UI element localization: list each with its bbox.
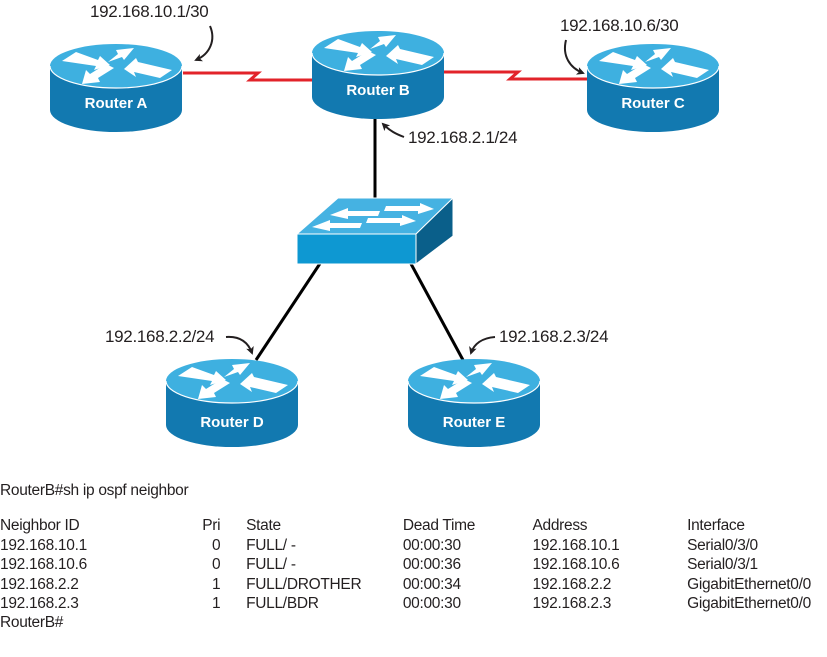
table-row: 192.168.2.3 1 FULL/BDR 00:00:30 192.168.…: [0, 594, 827, 614]
cli-prompt: RouterB#: [0, 614, 64, 631]
cell-address: 192.168.2.2: [532, 575, 612, 593]
router-c[interactable]: Router C: [586, 43, 720, 133]
table-header-row: Neighbor ID Pri State Dead Time Address …: [0, 516, 827, 536]
arrow-icon: [469, 336, 496, 355]
router-icon: [49, 43, 183, 133]
network-diagram: Router A Router B Router C Router D Rout…: [49, 2, 720, 448]
table-row: 192.168.10.6 0 FULL/ - 00:00:36 192.168.…: [0, 555, 827, 575]
ip-label-router-c: 192.168.10.6/30: [560, 16, 678, 35]
cell-address: 192.168.2.3: [532, 595, 612, 612]
router-icon: [407, 358, 541, 448]
router-e-label: Router E: [443, 414, 506, 431]
router-b[interactable]: Router B: [311, 30, 445, 120]
cell-interface: Serial0/3/0: [687, 536, 758, 554]
cell-dead-time: 00:00:30: [402, 536, 461, 554]
serial-link-b-c: [443, 70, 590, 81]
cell-pri: 0: [211, 536, 221, 554]
cell-neighbor-id: 192.168.10.6: [0, 556, 87, 573]
cell-neighbor-id: 192.168.2.3: [0, 595, 79, 612]
arrow-icon: [564, 39, 585, 75]
router-icon: [586, 43, 720, 133]
cell-address: 192.168.10.6: [532, 556, 620, 573]
cell-state: FULL/ -: [246, 556, 296, 573]
ospf-neighbor-table: Neighbor ID Pri State Dead Time Address …: [0, 516, 827, 614]
cell-dead-time: 00:00:36: [402, 556, 461, 573]
switch-icon: [295, 196, 455, 266]
router-a-label: Router A: [85, 95, 148, 112]
cell-pri: 0: [211, 556, 221, 573]
cell-pri: 1: [211, 575, 221, 593]
ethernet-link-switch-d: [254, 261, 323, 361]
ip-label-router-e: 192.168.2.3/24: [499, 327, 608, 346]
header-dead-time: Dead Time: [402, 517, 476, 534]
arrow-icon: [381, 122, 405, 138]
cell-dead-time: 00:00:34: [402, 575, 461, 593]
cell-interface: GigabitEthernet0/0: [687, 575, 811, 593]
cli-command: RouterB#sh ip ospf neighbor: [0, 482, 189, 499]
serial-link-a-b: [183, 71, 313, 82]
arrow-icon: [225, 335, 254, 355]
ethernet-link-switch-e: [408, 261, 465, 361]
table-row: 192.168.2.2 1 FULL/DROTHER 00:00:34 192.…: [0, 575, 827, 595]
arrow-icon: [194, 25, 214, 62]
cell-address: 192.168.10.1: [532, 536, 620, 554]
cell-neighbor-id: 192.168.2.2: [0, 575, 79, 593]
router-d[interactable]: Router D: [165, 358, 299, 448]
cell-interface: GigabitEthernet0/0: [687, 595, 811, 612]
cell-interface: Serial0/3/1: [687, 556, 758, 573]
cell-state: FULL/ -: [246, 536, 296, 554]
router-icon: [165, 358, 299, 448]
header-address: Address: [532, 517, 588, 534]
header-interface: Interface: [687, 517, 745, 534]
cell-neighbor-id: 192.168.10.1: [0, 536, 87, 554]
router-e[interactable]: Router E: [407, 358, 541, 448]
cell-state: FULL/BDR: [246, 595, 319, 612]
cell-dead-time: 00:00:30: [402, 595, 461, 612]
ip-label-router-a: 192.168.10.1/30: [90, 2, 208, 21]
table-row: 192.168.10.1 0 FULL/ - 00:00:30 192.168.…: [0, 536, 827, 556]
router-icon: [311, 30, 445, 120]
header-state: State: [246, 517, 281, 534]
router-c-label: Router C: [621, 95, 685, 112]
cell-state: FULL/DROTHER: [246, 575, 362, 593]
cell-pri: 1: [211, 595, 221, 612]
header-neighbor-id: Neighbor ID: [0, 517, 80, 534]
router-a[interactable]: Router A: [49, 43, 183, 133]
header-pri: Pri: [202, 517, 221, 534]
router-d-label: Router D: [200, 414, 264, 431]
ip-label-router-d: 192.168.2.2/24: [105, 327, 214, 346]
switch[interactable]: [295, 196, 455, 266]
router-b-label: Router B: [346, 82, 410, 99]
ip-label-router-b: 192.168.2.1/24: [408, 128, 517, 147]
